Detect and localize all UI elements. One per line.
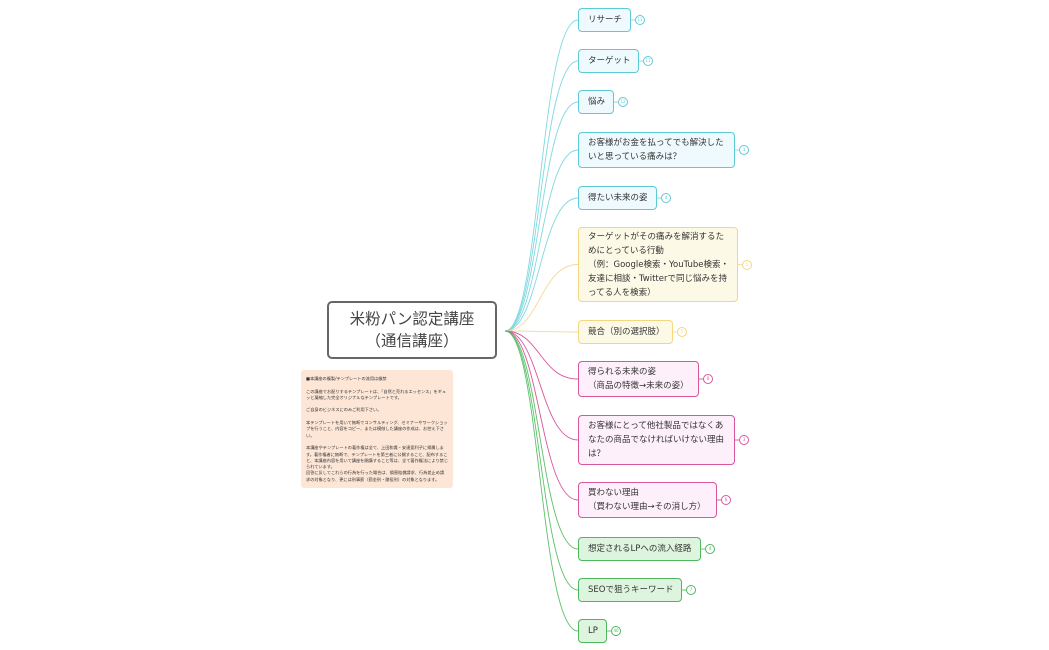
branch-line — [504, 330, 579, 441]
note-box: ■本講座の複製/テンプレートの流用は厳禁 この講座でお配りするテンプレートは、「… — [301, 370, 453, 488]
collapsed-count-badge[interactable]: 11 — [643, 56, 653, 66]
topic-node[interactable]: 得られる未来の姿 （商品の特徴→未来の姿） — [578, 361, 699, 397]
collapsed-count-badge[interactable]: 6 — [721, 495, 731, 505]
root-topic-label: 米粉パン認定講座（通信講座） — [349, 310, 475, 350]
topic-node[interactable]: 競合（別の選択肢） — [578, 320, 673, 344]
collapsed-count-badge[interactable]: 40 — [611, 626, 621, 636]
branch-line — [504, 330, 579, 501]
branch-line — [504, 330, 579, 550]
topic-node[interactable]: LP — [578, 619, 607, 643]
topic-node[interactable]: 悩み — [578, 90, 614, 114]
collapsed-count-badge[interactable]: 5 — [677, 327, 687, 337]
branch-line — [504, 330, 579, 333]
topic-node[interactable]: リサーチ — [578, 8, 631, 32]
topic-node[interactable]: ターゲットがその痛みを解消するた めにとっている行動 （例：Google検索・Y… — [578, 227, 738, 302]
collapsed-count-badge[interactable]: 4 — [661, 193, 671, 203]
branch-line — [504, 264, 579, 332]
collapsed-count-badge[interactable]: 5 — [742, 259, 752, 270]
collapsed-count-badge[interactable]: 11 — [635, 15, 645, 25]
branch-line — [504, 60, 579, 332]
topic-node[interactable]: SEOで狙うキーワード — [578, 578, 682, 602]
collapsed-count-badge[interactable]: 12 — [618, 97, 628, 107]
root-topic[interactable]: 米粉パン認定講座（通信講座） — [327, 301, 497, 359]
topic-node[interactable]: ターゲット — [578, 49, 639, 73]
collapsed-count-badge[interactable]: 4 — [705, 544, 715, 554]
topic-node[interactable]: 想定されるLPへの流入経路 — [578, 537, 701, 561]
collapsed-count-badge[interactable]: 6 — [703, 374, 713, 384]
branch-line — [504, 197, 579, 332]
branch-line — [504, 19, 579, 332]
branch-line — [504, 101, 579, 332]
topic-node[interactable]: 買わない理由 （買わない理由→その消し方） — [578, 482, 717, 518]
collapsed-count-badge[interactable]: 3 — [739, 435, 749, 445]
collapsed-count-badge[interactable]: 7 — [686, 585, 696, 595]
topic-node[interactable]: お客様がお金を払ってでも解決した いと思っている痛みは？ — [578, 132, 735, 168]
branch-line — [504, 330, 579, 591]
branch-line — [504, 330, 579, 380]
branch-line — [504, 330, 579, 632]
topic-node[interactable]: お客様にとって他社製品ではなくあ なたの商品でなければいけない理由 は？ — [578, 415, 735, 465]
topic-node[interactable]: 得たい未来の姿 — [578, 186, 657, 210]
branch-line — [504, 149, 579, 332]
collapsed-count-badge[interactable]: 3 — [739, 145, 749, 155]
